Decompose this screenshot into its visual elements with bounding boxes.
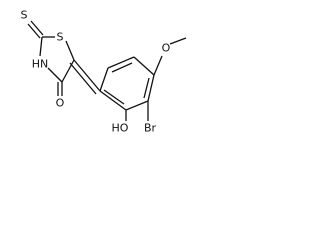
bond-ring-methoxy-o [153, 55, 163, 76]
bond-methoxy-o-methyl [169, 37, 187, 45]
bond-s1-c5 [65, 40, 75, 61]
bond-c4-n3 [47, 67, 63, 83]
bond-ring-inner-2 [143, 77, 150, 99]
atom-ring-sulfur: S [57, 31, 64, 44]
bond-ring-6 [99, 90, 127, 111]
bond-ring-2 [107, 56, 135, 69]
bond-thione-double-a [27, 23, 41, 39]
atom-carbonyl-oxygen: O [56, 97, 65, 110]
bond-ring-5 [125, 100, 149, 111]
bond-n3-c2 [39, 36, 43, 57]
bond-thione-double-b [30, 20, 44, 36]
bond-exocyclic-double-a [73, 59, 101, 92]
bond-ring-3 [133, 56, 155, 76]
atom-ring-nitrogen: HN [32, 58, 49, 71]
bond-ring-1 [99, 67, 109, 92]
chemical-structure-diagram: S S HN O O HO Br [21, 9, 187, 135]
bond-ring-4 [147, 74, 155, 102]
bond-exocyclic-double-b [69, 62, 97, 95]
atom-labels: S S HN O O HO Br [21, 9, 171, 135]
bond-ring-inner-3 [103, 89, 125, 105]
atom-methoxy-oxygen: O [162, 42, 171, 55]
atom-hydroxyl: HO [112, 122, 129, 135]
atom-thione-sulfur: S [21, 9, 28, 22]
bond-lines [27, 20, 187, 121]
bond-c5-c4 [61, 59, 75, 83]
atom-bromine: Br [144, 122, 157, 135]
bond-ring-inner-1 [111, 62, 133, 73]
